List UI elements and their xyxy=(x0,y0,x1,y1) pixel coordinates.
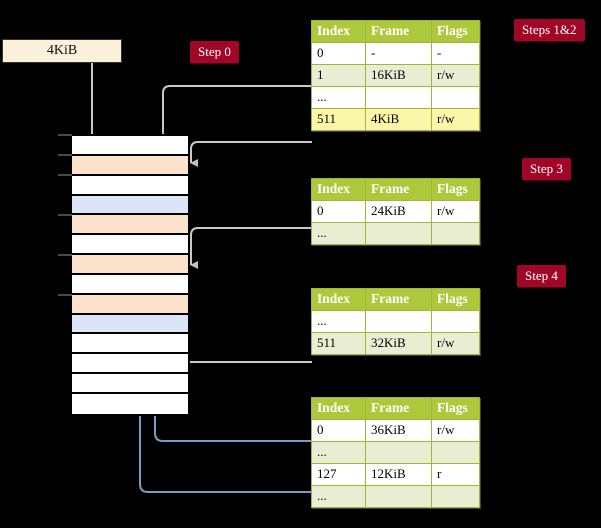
table-header-flags: Flags xyxy=(431,397,480,420)
table-row: ... xyxy=(311,86,480,109)
table-cell xyxy=(431,222,480,245)
table-cell: 0 xyxy=(311,200,366,223)
table-header-flags: Flags xyxy=(431,178,480,201)
table-cell: 32KiB xyxy=(365,332,432,355)
table-cell: ... xyxy=(311,310,366,333)
memory-row xyxy=(72,374,188,394)
table-cell xyxy=(365,441,432,464)
table-cell: 24KiB xyxy=(365,200,432,223)
table-cell xyxy=(365,310,432,333)
badge-step-0-label: Step 0 xyxy=(198,44,231,59)
memory-row xyxy=(72,354,188,375)
table-cell xyxy=(431,441,480,464)
page-frame-label: 4KiB xyxy=(46,43,78,58)
memory-row xyxy=(72,155,188,176)
table-cell: - xyxy=(431,42,480,65)
memory-row xyxy=(72,393,188,414)
table-header-index: Index xyxy=(311,288,366,311)
table-header-flags: Flags xyxy=(431,288,480,311)
table-header-frame: Frame xyxy=(365,288,432,311)
table-cell: 4KiB xyxy=(365,108,432,131)
table-header-index: Index xyxy=(311,20,366,43)
table-header-frame: Frame xyxy=(365,20,432,43)
memory-tick xyxy=(58,254,72,256)
table-cell xyxy=(431,485,480,508)
badge-step-4: Step 4 xyxy=(517,265,566,287)
table-row: ... xyxy=(311,485,480,508)
table-header-index: Index xyxy=(311,178,366,201)
table-header-frame: Frame xyxy=(365,397,432,420)
table-cell: r/w xyxy=(431,332,480,355)
table-cell xyxy=(431,310,480,333)
memory-row xyxy=(72,215,188,236)
table-cell: r xyxy=(431,463,480,486)
table-cell: ... xyxy=(311,222,366,245)
memory-tick xyxy=(58,214,72,216)
table-header-frame: Frame xyxy=(365,178,432,201)
table-row: ... xyxy=(311,441,480,464)
table-cell: r/w xyxy=(431,64,480,87)
table-cell: 12KiB xyxy=(365,463,432,486)
badge-step-3-label: Step 3 xyxy=(530,161,563,176)
table-row: 0-- xyxy=(311,42,480,65)
memory-row xyxy=(72,255,188,275)
table-row: ... xyxy=(311,310,480,333)
table-cell xyxy=(365,485,432,508)
table-cell xyxy=(431,86,480,109)
table-cell: ... xyxy=(311,86,366,109)
table-cell: 16KiB xyxy=(365,64,432,87)
badge-steps-1-2-label: Steps 1&2 xyxy=(522,22,577,37)
memory-tick xyxy=(58,174,72,176)
table-cell: - xyxy=(365,42,432,65)
badge-step-4-label: Step 4 xyxy=(525,268,558,283)
table-row: ... xyxy=(311,222,480,245)
table-cell: ... xyxy=(311,485,366,508)
table-cell: 0 xyxy=(311,42,366,65)
memory-row xyxy=(72,195,188,216)
wire-step3 xyxy=(190,227,312,269)
memory-row xyxy=(72,334,188,355)
memory-column xyxy=(70,134,190,416)
memory-row xyxy=(72,235,188,256)
table-cell: 36KiB xyxy=(365,419,432,442)
badge-steps-1-2: Steps 1&2 xyxy=(514,19,585,41)
table-cell: 511 xyxy=(311,108,366,131)
table-header-flags: Flags xyxy=(431,20,480,43)
table-cell xyxy=(365,222,432,245)
table-cell: r/w xyxy=(431,200,480,223)
table-cell: 127 xyxy=(311,463,366,486)
table-cell: r/w xyxy=(431,108,480,131)
table-cell: r/w xyxy=(431,419,480,442)
table-cell: 511 xyxy=(311,332,366,355)
memory-tick xyxy=(58,154,72,156)
table-cell: 0 xyxy=(311,419,366,442)
memory-tick xyxy=(58,134,72,136)
badge-step-3: Step 3 xyxy=(522,158,571,180)
table-cell: 1 xyxy=(311,64,366,87)
table-cell: ... xyxy=(311,441,366,464)
page-frame-box: 4KiB xyxy=(2,39,122,63)
wire-l4-511 xyxy=(190,141,312,167)
memory-row xyxy=(72,136,188,156)
memory-row xyxy=(72,274,188,295)
memory-row xyxy=(72,314,188,335)
badge-step-0: Step 0 xyxy=(190,41,239,63)
memory-tick xyxy=(58,294,72,296)
table-cell xyxy=(365,86,432,109)
memory-row xyxy=(72,294,188,315)
memory-row xyxy=(72,175,188,196)
table-header-index: Index xyxy=(311,397,366,420)
